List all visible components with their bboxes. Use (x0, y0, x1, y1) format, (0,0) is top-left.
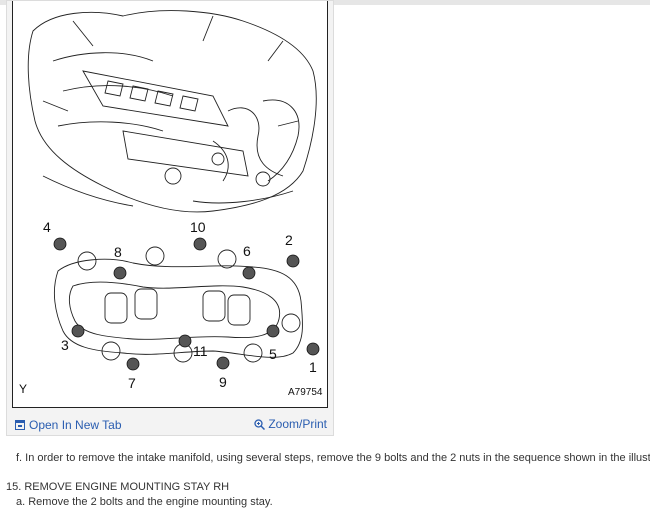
bolt-number-6: 6 (243, 243, 251, 259)
open-tab-icon (15, 420, 25, 430)
intake-manifold-illustration (27, 10, 320, 371)
magnifier-icon (254, 418, 266, 430)
figure-id: A79754 (288, 387, 323, 398)
open-in-new-tab-link[interactable]: Open In New Tab (15, 418, 122, 432)
step-15-heading: 15. REMOVE ENGINE MOUNTING STAY RH (6, 481, 230, 493)
bolt-number-7: 7 (128, 375, 136, 391)
bolt-number-9: 9 (219, 374, 227, 390)
bolt-number-2: 2 (285, 232, 293, 248)
step-a-text: a. Remove the 2 bolts and the engine mou… (16, 496, 273, 508)
illustration-actions: Open In New Tab Zoom/Print (7, 410, 333, 436)
engine-drawing (27, 10, 317, 363)
bolt-markers (53, 237, 320, 371)
illustration-frame: 1 2 3 4 5 6 7 8 9 10 11 Y A79754 (12, 1, 328, 408)
bolt-number-4: 4 (43, 219, 51, 235)
bolt-number-5: 5 (269, 346, 277, 362)
illustration-card: 1 2 3 4 5 6 7 8 9 10 11 Y A79754 Open In… (6, 0, 334, 436)
bolt-number-10: 10 (190, 219, 206, 235)
step-f-text: f. In order to remove the intake manifol… (16, 452, 650, 464)
zoom-print-link[interactable]: Zoom/Print (254, 417, 327, 431)
zoom-print-label: Zoom/Print (268, 417, 327, 431)
bolt-number-3: 3 (61, 337, 69, 353)
open-in-new-tab-label: Open In New Tab (29, 418, 122, 432)
bolt-number-8: 8 (114, 244, 122, 260)
bolt-number-1: 1 (309, 359, 317, 375)
figure-corner-label: Y (19, 382, 28, 396)
bolt-number-11: 11 (193, 343, 208, 359)
